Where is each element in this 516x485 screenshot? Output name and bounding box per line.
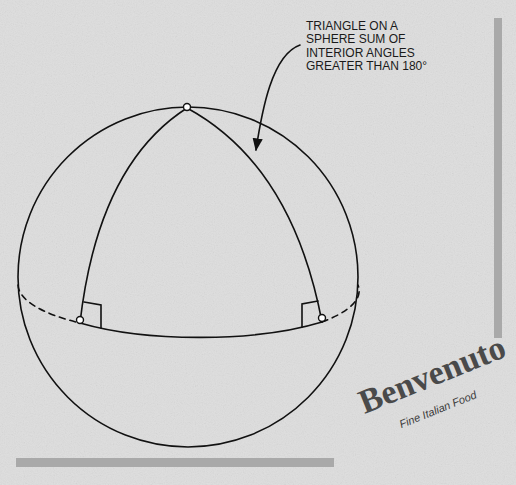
leader-arrow	[256, 45, 300, 150]
equator-hidden	[322, 285, 359, 322]
vertex-dot	[184, 104, 191, 111]
vertex-dot	[319, 315, 326, 322]
vertex-dot	[77, 317, 84, 324]
right-angle-mark	[302, 301, 318, 327]
frame-bar	[16, 458, 334, 467]
frame-bar	[494, 18, 502, 338]
meridian-arc	[187, 108, 322, 322]
right-angle-mark	[84, 302, 101, 328]
equator-hidden	[18, 285, 80, 323]
sphere-outline	[18, 107, 358, 447]
callout-note: TRIANGLE ON A SPHERE SUM OF INTERIOR ANG…	[306, 20, 446, 74]
equator-arc	[80, 322, 322, 337]
meridian-arc	[80, 108, 187, 323]
